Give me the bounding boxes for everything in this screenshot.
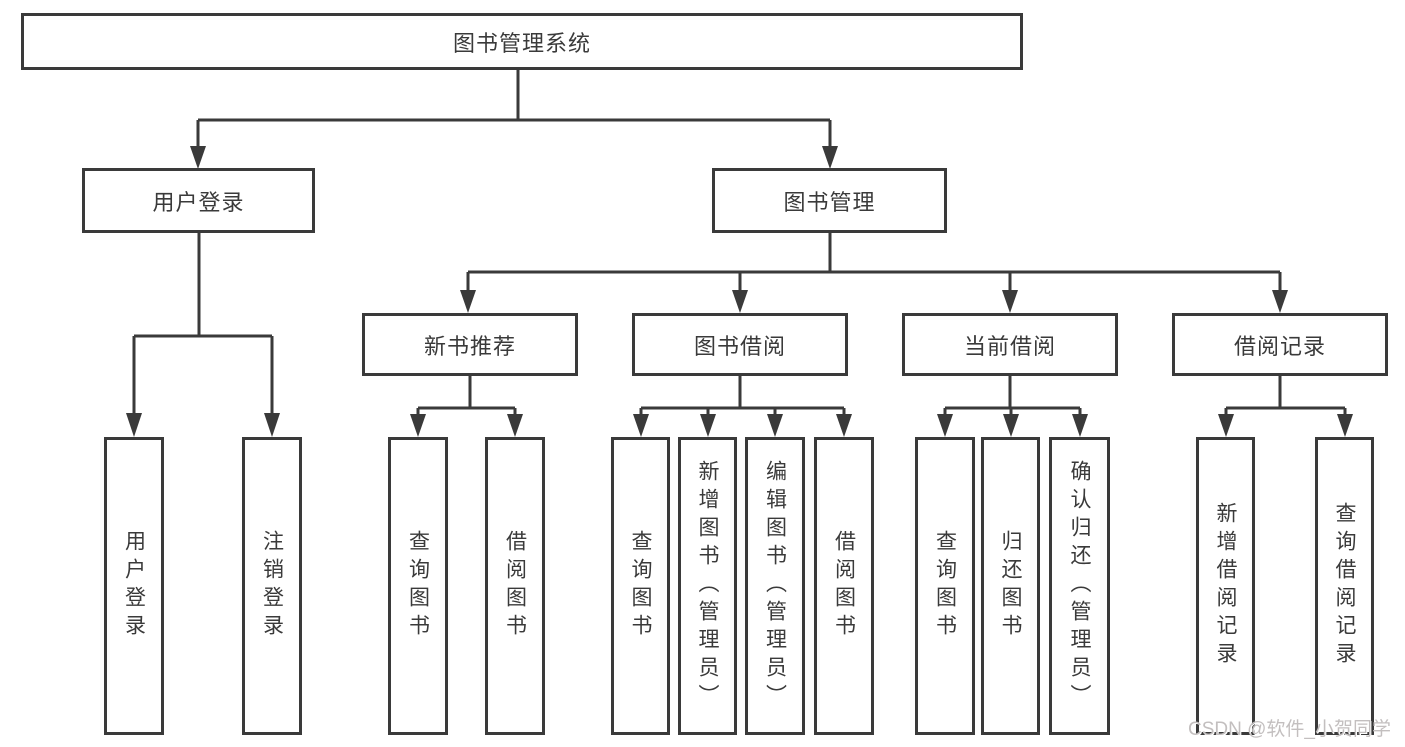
- node-borrow-records-label: 借阅记录: [1233, 333, 1326, 359]
- leaf-user-login: 用户登录: [104, 437, 164, 735]
- leaf-query-books: 查询图书: [611, 437, 670, 735]
- leaf-query-books: 查询图书: [915, 437, 975, 735]
- leaf-user-login-label: 用户登录: [122, 530, 146, 642]
- leaf-add-books-admin: 新增图书（管理员）: [678, 437, 737, 735]
- leaf-logout-label: 注销登录: [260, 530, 284, 642]
- leaf-query-books-label: 查询图书: [629, 530, 652, 642]
- leaf-query-books-label: 查询图书: [933, 530, 957, 642]
- node-book-borrow-label: 图书借阅: [693, 333, 786, 359]
- leaf-add-borrow-record-label: 新增借阅记录: [1214, 502, 1237, 670]
- root-node-label: 图书管理系统: [452, 30, 591, 56]
- watermark: CSDN @软件_小贺同学: [1188, 719, 1391, 740]
- leaf-add-books-admin-label: 新增图书（管理员）: [696, 460, 719, 712]
- node-book-management-label: 图书管理: [783, 189, 876, 215]
- leaf-confirm-return-admin-label: 确认归还（管理员）: [1068, 460, 1091, 712]
- node-user-login: 用户登录: [82, 168, 315, 233]
- node-new-book-recommend: 新书推荐: [362, 313, 578, 376]
- leaf-edit-books-admin: 编辑图书（管理员）: [745, 437, 805, 735]
- leaf-logout: 注销登录: [242, 437, 302, 735]
- root-node: 图书管理系统: [21, 13, 1023, 70]
- node-user-login-label: 用户登录: [152, 189, 245, 215]
- node-current-borrow-label: 当前借阅: [963, 333, 1056, 359]
- node-current-borrow: 当前借阅: [902, 313, 1118, 376]
- leaf-query-books-label: 查询图书: [406, 530, 430, 642]
- leaf-borrow-books: 借阅图书: [814, 437, 874, 735]
- leaf-return-books-label: 归还图书: [999, 530, 1022, 642]
- leaf-query-borrow-record: 查询借阅记录: [1315, 437, 1374, 735]
- leaf-add-borrow-record: 新增借阅记录: [1196, 437, 1255, 735]
- node-new-book-recommend-label: 新书推荐: [423, 333, 516, 359]
- leaf-borrow-books: 借阅图书: [485, 437, 545, 735]
- leaf-edit-books-admin-label: 编辑图书（管理员）: [763, 460, 787, 712]
- leaf-confirm-return-admin: 确认归还（管理员）: [1049, 437, 1110, 735]
- leaf-return-books: 归还图书: [981, 437, 1040, 735]
- leaf-query-books: 查询图书: [388, 437, 448, 735]
- node-book-borrow: 图书借阅: [632, 313, 848, 376]
- node-book-management: 图书管理: [712, 168, 947, 233]
- node-borrow-records: 借阅记录: [1172, 313, 1388, 376]
- leaf-borrow-books-label: 借阅图书: [832, 530, 856, 642]
- leaf-query-borrow-record-label: 查询借阅记录: [1333, 502, 1356, 670]
- leaf-borrow-books-label: 借阅图书: [503, 530, 527, 642]
